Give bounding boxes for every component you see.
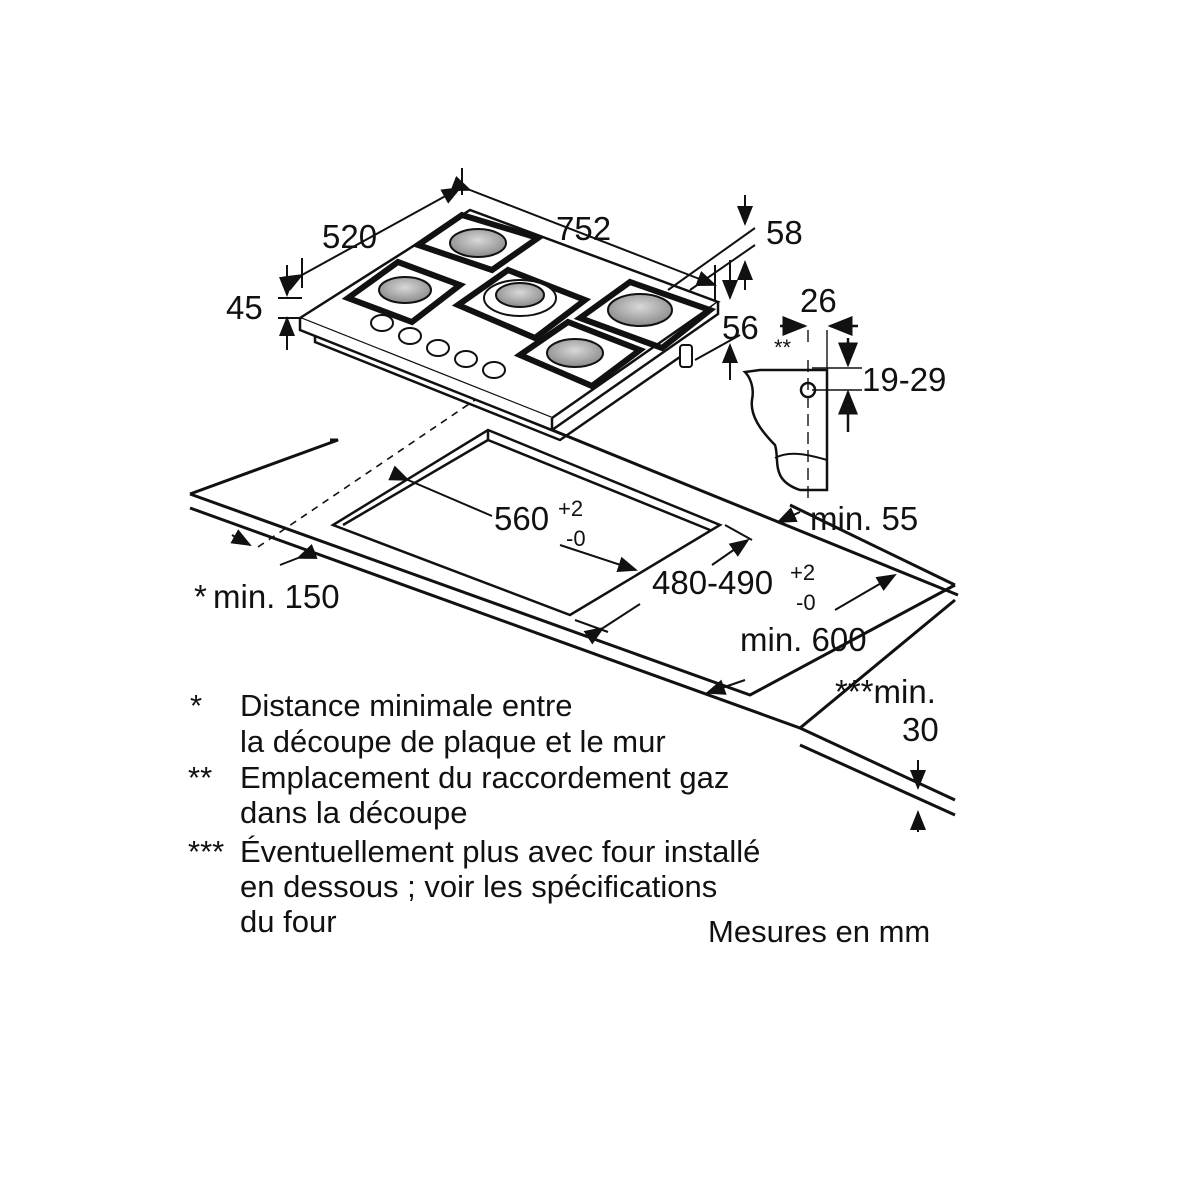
gas-detail	[742, 316, 862, 500]
dim-19-29: 19-29	[862, 361, 947, 398]
footnote-3-mark: ***	[188, 834, 225, 869]
dim-45: 45	[226, 289, 263, 326]
footnote-1-line2: la découpe de plaque et le mur	[240, 724, 666, 759]
dim-min-150: min. 150	[213, 578, 340, 615]
footnote-1-mark: *	[190, 688, 203, 723]
control-knobs	[370, 314, 506, 379]
dim-min-600: min. 600	[740, 621, 867, 658]
footnote-3-line1: Éventuellement plus avec four installé	[240, 834, 761, 869]
gas-connection-marker: **	[774, 335, 792, 360]
units-note: Mesures en mm	[708, 914, 931, 949]
dim-560-tol-minus: -0	[566, 526, 586, 551]
burner-rear-right	[607, 293, 673, 327]
dim-520: 520	[322, 218, 378, 255]
footnote-2-mark: **	[188, 760, 213, 795]
footnote-1-line1: Distance minimale entre	[240, 688, 573, 723]
footnote-3-line2: en dessous ; voir les spécifications	[240, 869, 718, 904]
footnote-2-line2: dans la découpe	[240, 795, 468, 830]
dim-min-30-marker: ***min.	[835, 673, 936, 710]
dim-min-30-value: 30	[902, 711, 939, 748]
dim-480-tol-minus: -0	[796, 590, 816, 615]
dim-752: 752	[556, 210, 612, 247]
dim-58: 58	[766, 214, 803, 251]
burner-front-left	[378, 276, 432, 304]
dimension-lines	[278, 168, 756, 380]
projection-lines	[257, 399, 476, 548]
gas-connector	[679, 344, 693, 368]
dim-560-tol-plus: +2	[558, 496, 584, 521]
burner-rear-left	[449, 228, 507, 258]
footnote-2-line1: Emplacement du raccordement gaz	[240, 760, 730, 795]
dim-min-55: min. 55	[810, 500, 919, 537]
burner-front-right	[546, 338, 604, 368]
dim-560: 560	[494, 500, 550, 537]
dim-26: 26	[800, 282, 837, 319]
dim-56: 56	[722, 309, 759, 346]
footnote-3-line3: du four	[240, 904, 337, 939]
dim-480-tol-plus: +2	[790, 560, 816, 585]
dim-min-150-marker: *	[194, 578, 207, 615]
dim-480-490: 480-490	[652, 564, 774, 601]
cutout-dimension-lines	[230, 465, 926, 832]
